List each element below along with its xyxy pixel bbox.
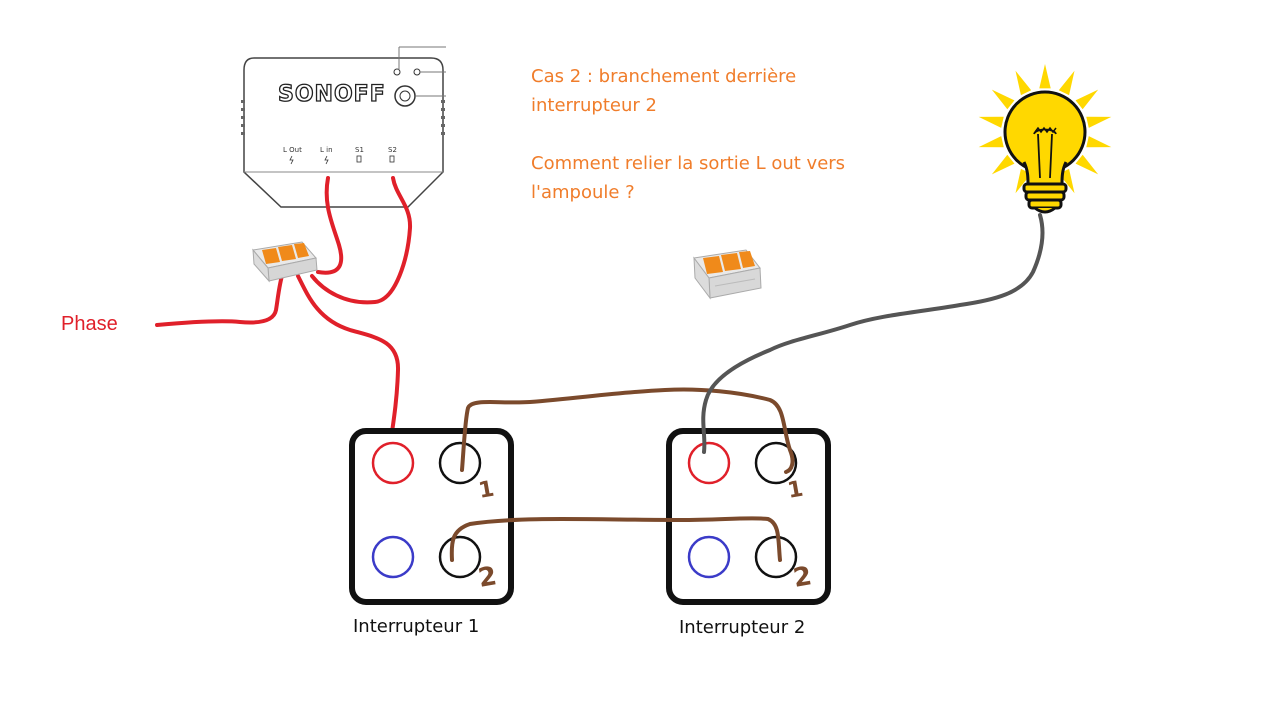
note-line-1: Cas 2 : branchement derrière: [531, 66, 797, 87]
switch2-caption: Interrupteur 2: [679, 617, 806, 638]
phase-label: Phase: [61, 313, 118, 335]
wago-connector-icon: [693, 249, 762, 300]
sonoff-logo: SONOFF: [278, 82, 386, 107]
lin-wire: [316, 176, 344, 275]
terminal-label-s2: S2: [388, 146, 397, 154]
terminal-label-s1: S1: [355, 146, 364, 154]
s2-wire: [310, 176, 413, 305]
bulb-ray: [1015, 70, 1032, 96]
phase-in-wire: [155, 270, 285, 327]
switch1-caption: Interrupteur 1: [353, 616, 480, 637]
bulb-ray: [991, 89, 1015, 110]
bulb-ray: [1086, 136, 1112, 148]
switch1-label-1: 1: [477, 477, 496, 504]
switch1-terminal-1: [438, 441, 482, 485]
phase-wires: [155, 176, 413, 462]
switch2-label-1: 1: [786, 477, 805, 504]
bulb-ray: [991, 154, 1015, 175]
note-line-3: Comment relier la sortie L out vers: [531, 153, 846, 174]
light-bulb-icon: [978, 64, 1112, 214]
lamp-wire: [701, 213, 1045, 454]
bulb-ray: [978, 116, 1004, 128]
note-line-4: l'ampoule ?: [531, 182, 635, 203]
note-line-2: interrupteur 2: [531, 95, 657, 116]
terminal-label-lin: L in: [320, 146, 333, 154]
switch2-phase-terminal: [687, 441, 731, 485]
switch-1: 1 2: [349, 428, 514, 605]
terminal-label-lout: L Out: [283, 146, 302, 154]
switch2-label-2: 2: [791, 561, 814, 594]
switch1-neutral-terminal: [371, 535, 415, 579]
to-switch1-wire: [296, 274, 401, 462]
bulb-ray: [1075, 89, 1099, 110]
bulb-ray: [978, 136, 1004, 148]
wago-connector-icon: [252, 241, 318, 283]
traveler-wire-1: [460, 387, 795, 474]
traveler-wires: [449, 387, 795, 562]
bulb-ray: [1086, 116, 1112, 128]
bulb-ray: [1058, 70, 1075, 96]
switch2-neutral-terminal: [687, 535, 731, 579]
switch1-terminal-2: [438, 535, 482, 579]
bulb-ray: [1075, 154, 1099, 175]
switch1-label-2: 2: [476, 561, 499, 594]
traveler-wire-2: [449, 516, 782, 562]
switch1-phase-terminal: [371, 441, 415, 485]
switch2-terminal-2: [754, 535, 798, 579]
sonoff-module-icon: SONOFF L Out L in S1 S2: [241, 46, 446, 208]
bulb-ray: [1039, 64, 1051, 89]
